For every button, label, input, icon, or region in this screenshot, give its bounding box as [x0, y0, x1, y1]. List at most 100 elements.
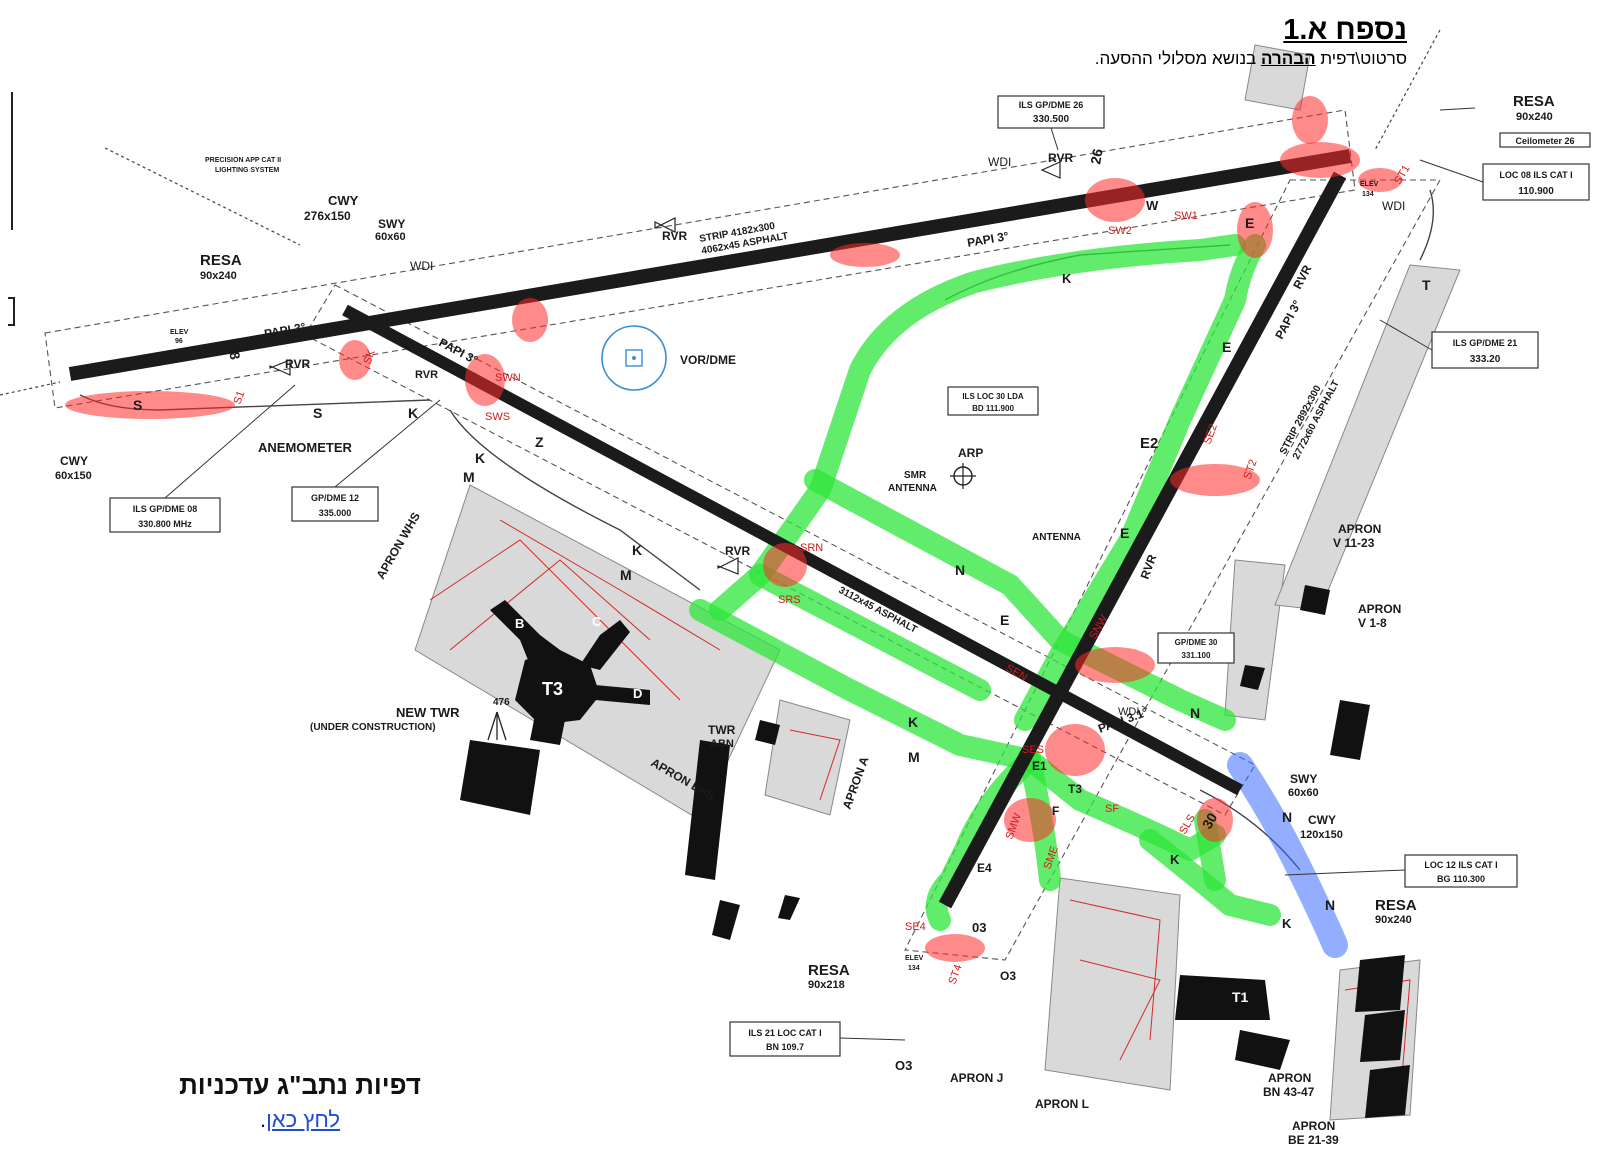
svg-text:134: 134 — [1362, 191, 1374, 198]
footer-title: דפיות נתב"ג עדכניות — [179, 1070, 421, 1100]
svg-text:PAPI 3°: PAPI 3° — [966, 229, 1010, 250]
svg-text:M: M — [463, 469, 475, 485]
svg-text:APRON: APRON — [1338, 522, 1381, 536]
svg-text:E: E — [1245, 215, 1254, 231]
svg-text:T3: T3 — [542, 679, 563, 699]
svg-text:ILS 21 LOC CAT I: ILS 21 LOC CAT I — [748, 1028, 821, 1038]
svg-text:SRS: SRS — [778, 594, 801, 606]
box-loc21: ILS 21 LOC CAT I BN 109.7 — [729, 1021, 841, 1057]
svg-text:W: W — [1146, 198, 1159, 213]
svg-text:SE4: SE4 — [905, 921, 926, 933]
document-header: נספח א.1 סרטוט\דפית הבהרה בנושא מסלולי ה… — [1095, 14, 1407, 69]
svg-text:S: S — [133, 397, 142, 413]
runway-03-21 — [938, 171, 1347, 909]
svg-text:APRON: APRON — [1358, 602, 1401, 616]
svg-text:476: 476 — [493, 697, 510, 708]
svg-text:VOR/DME: VOR/DME — [680, 353, 736, 367]
svg-text:SK: SK — [362, 348, 379, 367]
svg-text:RVR: RVR — [285, 357, 310, 371]
svg-text:T: T — [1422, 277, 1431, 293]
appendix-subtitle: סרטוט\דפית הבהרה בנושא מסלולי ההסעה. — [1094, 49, 1407, 68]
svg-text:K: K — [1062, 271, 1072, 286]
svg-text:WDI: WDI — [410, 259, 433, 273]
svg-text:ARP: ARP — [958, 446, 983, 460]
svg-text:120x150: 120x150 — [1300, 829, 1343, 841]
arp-icon — [950, 463, 976, 489]
svg-text:APRON: APRON — [1292, 1119, 1335, 1133]
edge-bracket — [8, 297, 15, 326]
svg-text:ANTENNA: ANTENNA — [888, 483, 937, 494]
svg-text:ANTENNA: ANTENNA — [1032, 532, 1081, 543]
box-gp08: ILS GP/DME 08 330.800 MHz — [109, 497, 221, 533]
svg-text:ELEV: ELEV — [1360, 181, 1379, 188]
svg-text:90x240: 90x240 — [200, 270, 237, 282]
svg-text:26: 26 — [1087, 147, 1105, 165]
svg-text:LOC 08 ILS CAT I: LOC 08 ILS CAT I — [1499, 170, 1572, 180]
svg-text:BD 111.900: BD 111.900 — [972, 404, 1014, 413]
svg-text:ELEV: ELEV — [905, 955, 924, 962]
svg-text:APRON: APRON — [1268, 1071, 1311, 1085]
svg-text:F: F — [1052, 804, 1059, 818]
svg-text:K: K — [908, 714, 918, 730]
svg-text:Ceilometer 26: Ceilometer 26 — [1515, 136, 1574, 146]
svg-text:E: E — [1000, 612, 1009, 628]
svg-text:SMR: SMR — [904, 470, 927, 481]
svg-text:E: E — [1222, 339, 1231, 355]
svg-text:SES: SES — [1022, 744, 1044, 756]
svg-text:03: 03 — [972, 920, 986, 935]
appendix-title: נספח א.1 — [1283, 14, 1407, 46]
stand-lines — [429, 519, 1411, 1101]
svg-text:BN 109.7: BN 109.7 — [766, 1042, 804, 1052]
svg-text:S1: S1 — [232, 389, 248, 406]
svg-text:E: E — [1120, 525, 1129, 541]
click-here-link[interactable]: לחץ כאן — [266, 1107, 341, 1132]
svg-text:CWY: CWY — [328, 193, 359, 208]
svg-text:SW2: SW2 — [1108, 225, 1132, 237]
svg-text:D: D — [633, 686, 642, 701]
svg-text:PRECISION APP CAT II: PRECISION APP CAT II — [205, 157, 281, 164]
svg-text:RVR: RVR — [662, 229, 687, 243]
svg-text:APRON A: APRON A — [840, 754, 872, 811]
svg-text:RESA: RESA — [1375, 897, 1417, 914]
svg-text:330.800 MHz: 330.800 MHz — [138, 519, 192, 529]
svg-text:E4: E4 — [977, 861, 992, 875]
footer-note: דפיות נתב"ג עדכניות לחץ כאן. — [130, 1070, 470, 1133]
svg-text:90x240: 90x240 — [1516, 111, 1553, 123]
svg-text:90x218: 90x218 — [808, 979, 845, 991]
svg-text:330.500: 330.500 — [1033, 114, 1070, 125]
svg-text:SWS: SWS — [485, 411, 510, 423]
svg-text:SW1: SW1 — [1174, 210, 1198, 222]
svg-text:O3: O3 — [895, 1058, 912, 1073]
box-loc08: LOC 08 ILS CAT I 110.900 — [1482, 163, 1590, 201]
info-boxes: ILS GP/DME 26 330.500 Ceilometer 26 LOC … — [109, 95, 1591, 1057]
svg-text:N: N — [1325, 897, 1335, 913]
svg-text:RESA: RESA — [1513, 93, 1555, 110]
svg-text:ILS GP/DME 21: ILS GP/DME 21 — [1453, 338, 1518, 348]
hotspots — [65, 96, 1402, 962]
svg-text:APRON J: APRON J — [950, 1071, 1003, 1085]
svg-text:N: N — [1190, 705, 1200, 721]
box-gp21: ILS GP/DME 21 333.20 — [1431, 331, 1539, 369]
svg-text:K: K — [475, 450, 485, 466]
svg-text:ILS LOC 30 LDA: ILS LOC 30 LDA — [962, 392, 1024, 401]
svg-text:T1: T1 — [1232, 989, 1249, 1005]
approach-lights — [0, 29, 1441, 396]
svg-text:90x240: 90x240 — [1375, 914, 1412, 926]
svg-text:K: K — [1282, 916, 1292, 931]
svg-text:E2: E2 — [1140, 435, 1158, 452]
svg-text:WDI: WDI — [1118, 706, 1139, 718]
green-taxi-route — [689, 234, 1281, 931]
svg-text:60x150: 60x150 — [55, 470, 92, 482]
svg-text:TWR: TWR — [708, 723, 736, 737]
runway-08-26 — [68, 149, 1352, 381]
box-gp30: GP/DME 30 331.100 — [1157, 632, 1235, 664]
svg-text:110.900: 110.900 — [1518, 186, 1554, 197]
svg-text:NEW TWR: NEW TWR — [396, 705, 460, 720]
svg-text:Z: Z — [535, 434, 544, 450]
svg-text:BN 43-47: BN 43-47 — [1263, 1085, 1315, 1099]
svg-text:60x60: 60x60 — [375, 231, 406, 243]
svg-text:134: 134 — [908, 965, 920, 972]
svg-text:ILS GP/DME 26: ILS GP/DME 26 — [1019, 100, 1084, 110]
svg-text:LOC 12 ILS CAT I: LOC 12 ILS CAT I — [1424, 860, 1497, 870]
svg-text:N: N — [1282, 809, 1292, 825]
